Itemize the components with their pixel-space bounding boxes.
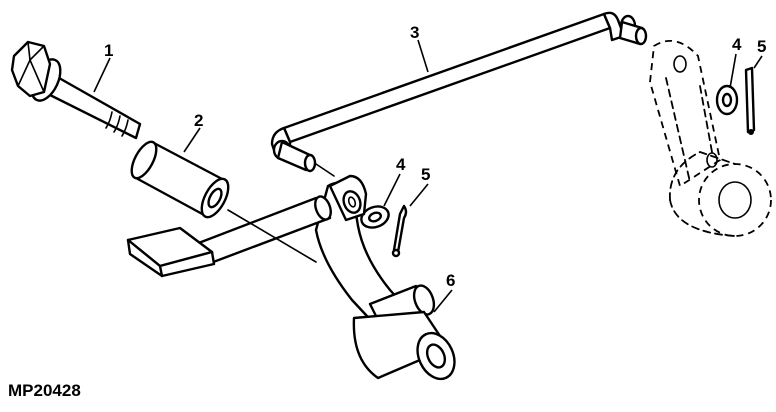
- callout-5-right: 5: [757, 37, 766, 56]
- washer-left: [360, 205, 390, 229]
- callout-5-left: 5: [421, 165, 430, 184]
- callout-4-right: 4: [732, 35, 742, 54]
- callout-6: 6: [446, 271, 455, 290]
- cotter-pin-left: [391, 204, 408, 258]
- leader-5-left: [409, 183, 429, 207]
- leader-4-left: [383, 173, 401, 207]
- bolt: [10, 40, 142, 140]
- leader-6: [433, 289, 453, 313]
- bushing: [130, 140, 230, 219]
- linkage-arm: [649, 39, 772, 237]
- leader-5-right: [753, 55, 763, 69]
- figure-id: MP20428: [8, 381, 81, 400]
- cotter-pin-right: [744, 66, 756, 135]
- leader-4-right: [729, 53, 737, 89]
- callout-1: 1: [104, 41, 113, 60]
- leader-2: [183, 127, 201, 153]
- leader-1: [93, 57, 111, 93]
- rod: [270, 11, 648, 177]
- pedal: [126, 174, 456, 381]
- callout-4-left: 4: [396, 155, 406, 174]
- leader-lines: [93, 39, 763, 313]
- leader-3: [417, 39, 429, 73]
- washer-right: [715, 84, 739, 116]
- callout-3: 3: [410, 23, 419, 42]
- callout-2: 2: [194, 111, 203, 130]
- callout-labels: 1 2 3 4 5 4 5 6: [104, 23, 766, 290]
